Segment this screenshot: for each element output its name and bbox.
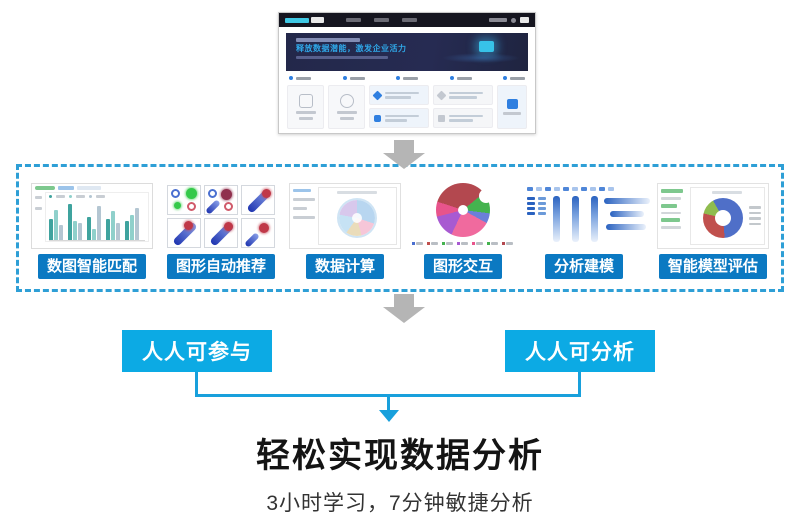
- thumbnail-auto-chart-recommend: [166, 185, 275, 249]
- thumbnail-smart-chart-matching: [31, 183, 153, 249]
- connector-left-drop: [195, 372, 198, 396]
- glow-emblem-icon: [479, 41, 494, 52]
- connector-stem: [387, 396, 390, 411]
- thumbnail-model-evaluation: [656, 183, 769, 249]
- site-hero-banner: 释放数据潜能，激发企业活力: [286, 33, 528, 71]
- feature-card: [369, 108, 429, 128]
- user-icon: [511, 17, 516, 23]
- rose-chart: [435, 183, 493, 237]
- pipeline-step-3: 数据计算: [288, 183, 401, 279]
- connector-right-drop: [578, 372, 581, 396]
- hero-subline: [296, 55, 388, 59]
- pipeline-step-4: 图形交互: [412, 183, 514, 279]
- site-nav-links: [346, 18, 417, 22]
- feature-card: [497, 85, 527, 129]
- feature-card: [433, 85, 493, 105]
- step-label-button: 图形交互: [423, 254, 502, 279]
- conclusion-block: 轻松实现数据分析 3小时学习，7分钟敏捷分析: [0, 428, 800, 517]
- site-logo-icon: [285, 17, 309, 23]
- feature-card: [287, 85, 324, 129]
- feature-cards: [287, 85, 527, 129]
- site-nav-right: [489, 17, 529, 23]
- down-arrow-top: [383, 140, 425, 169]
- conclusion-title: 轻松实现数据分析: [256, 437, 544, 475]
- feature-headers: [287, 76, 527, 80]
- model-donut: [702, 198, 743, 238]
- bar-chart-bars: [49, 200, 145, 241]
- hero-kicker-line: [296, 38, 360, 42]
- feature-card: [369, 85, 429, 105]
- benefit-everyone-participates: 人人可参与: [122, 330, 272, 372]
- thumbnail-data-calculation: [288, 183, 401, 249]
- site-feature-menu: [279, 71, 535, 129]
- benefit-everyone-analyzes: 人人可分析: [505, 330, 655, 372]
- step-label-button: 数图智能匹配: [37, 254, 146, 279]
- thumbnail-analysis-modeling: [524, 185, 650, 249]
- site-navbar: [279, 13, 535, 27]
- pipeline-step-1: 数图智能匹配: [31, 183, 153, 279]
- step-label-button: 图形自动推荐: [166, 254, 275, 279]
- feature-card: [328, 85, 365, 129]
- pipeline-step-5: 分析建模: [524, 185, 650, 279]
- connector-horizontal: [195, 394, 581, 397]
- step-label-button: 数据计算: [305, 254, 384, 279]
- conclusion-subtitle: 3小时学习，7分钟敏捷分析: [266, 492, 534, 515]
- feature-card-column: [369, 85, 429, 128]
- hero-headline: 释放数据潜能，激发企业活力: [296, 43, 407, 53]
- feature-card-column: [433, 85, 493, 128]
- feature-card: [433, 108, 493, 128]
- hero-wave-graphic: [442, 53, 520, 63]
- pipeline-step-6: 智能模型评估: [656, 183, 769, 279]
- down-arrow-middle: [383, 294, 425, 323]
- thumbnail-chart-interaction: [412, 183, 514, 249]
- step-label-button: 智能模型评估: [658, 254, 767, 279]
- capability-panel: 数图智能匹配 图形自动推荐 数据计算: [16, 164, 784, 292]
- website-screenshot: 释放数据潜能，激发企业活力: [278, 12, 536, 134]
- pipeline-step-2: 图形自动推荐: [166, 185, 275, 279]
- pastel-pie-chart: [339, 200, 376, 236]
- site-logo-mark: [311, 17, 324, 23]
- rose-legend: [412, 242, 514, 245]
- step-label-button: 分析建模: [544, 254, 623, 279]
- connector-arrowhead: [379, 410, 399, 422]
